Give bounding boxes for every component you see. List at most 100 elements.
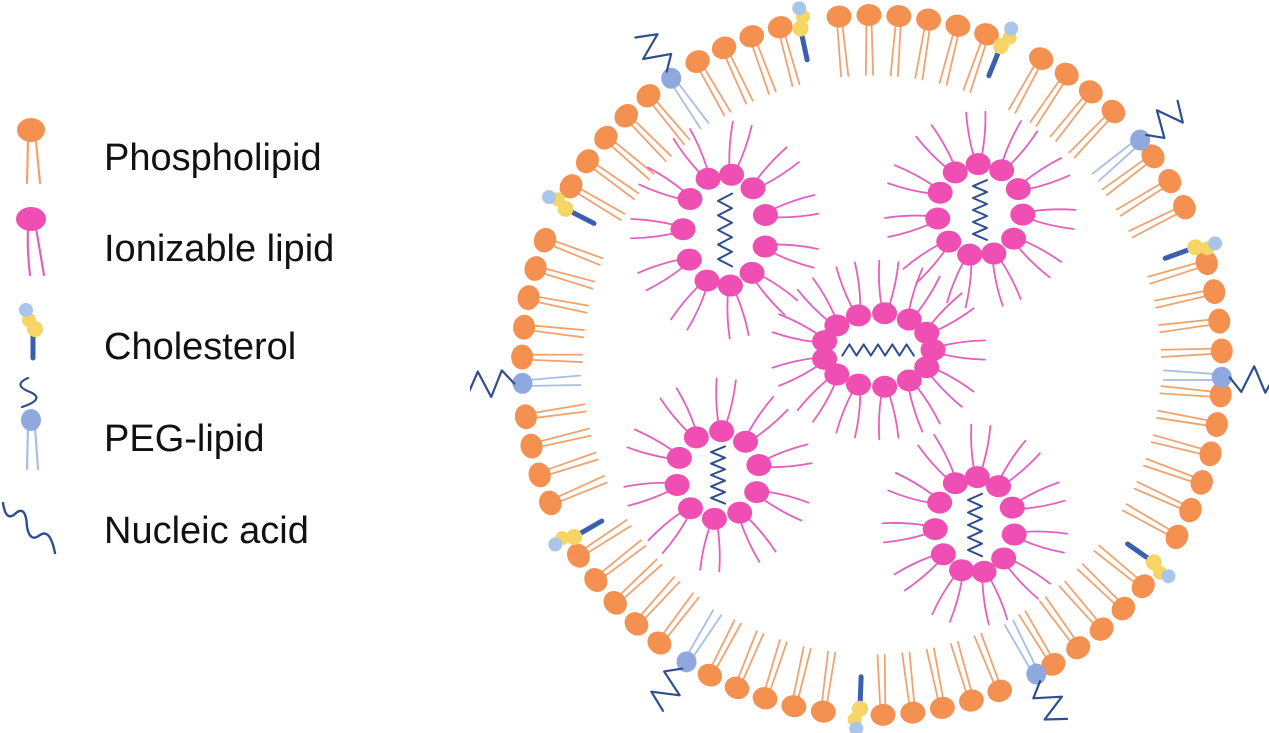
phospholipid-head: [974, 23, 999, 46]
phospholipid-tail: [1136, 481, 1184, 505]
phospholipid-tail: [896, 25, 902, 78]
ionizable-lipid-tail: [623, 481, 670, 488]
phospholipid-tail: [1157, 409, 1209, 422]
ionizable-lipid-tail: [893, 554, 936, 576]
phospholipid-head: [584, 568, 608, 592]
cholesterol-ring: [1187, 239, 1204, 256]
phospholipid-tail: [1159, 324, 1211, 334]
ionizable-lipid-head: [964, 466, 990, 489]
phospholipid-tail: [540, 434, 592, 448]
ionizable-lipid-tail: [835, 266, 854, 310]
phospholipid-head: [533, 227, 557, 253]
phospholipid-tail: [1039, 600, 1072, 643]
phospholipid-head: [711, 36, 737, 60]
phospholipid-tail: [779, 36, 794, 87]
phospholipid-head: [514, 404, 537, 430]
ionizable-lipid-tail: [699, 525, 711, 571]
ionizable-lipid-tail: [672, 137, 702, 175]
peg-lipid-molecule: [1091, 99, 1184, 182]
micelles: [623, 110, 1077, 626]
ionizable-lipid-tail: [902, 242, 941, 270]
peg-lipid-tail: [1012, 619, 1037, 667]
ionizable-lipid-head: [733, 430, 759, 453]
ionizable-lipid-tail: [772, 243, 819, 250]
ionizable-lipid-head: [925, 207, 951, 230]
ionizable-lipid-tail: [1020, 499, 1066, 510]
ionizable-lipid-tail: [949, 578, 963, 623]
phospholipid-head: [517, 285, 540, 311]
phospholipid-head: [1210, 338, 1233, 364]
ionizable-lipid-tail: [894, 471, 935, 497]
ionizable-lipid-tail: [980, 110, 987, 157]
ionizable-lipid-head: [752, 235, 778, 258]
ionizable-lipid-tail: [989, 577, 1009, 621]
phospholipid-head: [575, 149, 599, 174]
ionizable-lipid-tail: [689, 128, 709, 171]
ionizable-lipid-tail: [630, 218, 676, 227]
ionizable-lipid-tail: [1026, 174, 1071, 191]
phospholipid-tail: [543, 272, 594, 290]
phospholipid-tail: [537, 296, 590, 307]
ionizable-lipid-tail: [725, 379, 737, 425]
ionizable-lipid-micelle: [883, 110, 1077, 309]
peg-chain: [470, 369, 516, 399]
ionizable-lipid-head: [845, 304, 871, 327]
ionizable-lipid-head: [914, 321, 940, 344]
legend-label-nucleic-acid: Nucleic acid: [104, 510, 309, 552]
peg-lipid-tail: [687, 609, 715, 655]
cholesterol-ring: [566, 529, 583, 545]
cholesterol-molecule: [548, 518, 605, 552]
peg-lipid-tail: [1163, 369, 1215, 375]
cholesterol-ring: [792, 20, 809, 37]
phospholipid-tail: [925, 648, 939, 700]
ionizable-lipid-head: [942, 472, 968, 495]
peg-lipid-tail: [529, 374, 582, 381]
phospholipid-tail: [539, 427, 590, 443]
ionizable-lipid-tail: [646, 166, 686, 193]
peg-lipid-tail: [529, 384, 582, 387]
ionizable-lipid-tail: [835, 390, 854, 434]
ionizable-lipid-tail: [991, 261, 1004, 307]
phospholipid-tail: [1035, 83, 1065, 127]
phospholipid-tail: [662, 592, 694, 635]
phospholipid-tail: [1150, 441, 1202, 455]
phospholipid-tail: [784, 35, 801, 86]
ionizable-lipid-tail: [915, 135, 949, 170]
ionizable-lipid-tail: [940, 353, 986, 361]
ionizable-lipid-tail: [812, 277, 837, 318]
phospholipid-tail: [536, 301, 588, 314]
phospholipid-head: [1141, 144, 1165, 169]
phospholipid-head: [1205, 412, 1228, 438]
phospholipid-tail: [1115, 183, 1161, 211]
phospholipid-head: [1131, 574, 1155, 599]
ionizable-lipid-head: [896, 369, 922, 392]
ionizable-lipid-head: [942, 161, 968, 184]
phospholipid-tail: [715, 622, 742, 669]
phospholipid-tail: [1101, 159, 1145, 191]
phospholipid-tail: [644, 581, 681, 620]
ionizable-lipid-head: [957, 243, 983, 266]
cholesterol-tail: [1125, 541, 1150, 561]
ionizable-lipid-head: [1001, 523, 1027, 546]
ionizable-lipid-head: [812, 347, 838, 370]
phospholipid-tail: [1160, 347, 1213, 351]
cholesterol-molecule: [847, 674, 868, 733]
ionizable-lipid-head: [701, 507, 727, 530]
ionizable-lipid-head: [1005, 178, 1031, 201]
ionizable-lipid-tail: [964, 262, 973, 309]
ionizable-lipid-tail: [647, 510, 684, 542]
phospholipid-head: [1066, 636, 1091, 660]
phospholipid-tail: [634, 120, 672, 157]
phospholipid-tail: [737, 630, 758, 679]
ionizable-lipid-tail: [883, 532, 929, 544]
ionizable-lipid-tail: [764, 490, 810, 504]
ionizable-lipid-tail: [686, 288, 708, 331]
ionizable-lipid-tail: [931, 575, 956, 616]
ionizable-lipid-tail: [627, 489, 672, 507]
phospholipid-tail: [792, 645, 805, 697]
cholesterol-molecule: [986, 21, 1019, 79]
phospholipid-tail: [549, 458, 599, 476]
ionizable-lipid-head: [914, 356, 940, 379]
phospholipid-head: [513, 314, 536, 340]
phospholipid-head: [647, 631, 672, 655]
